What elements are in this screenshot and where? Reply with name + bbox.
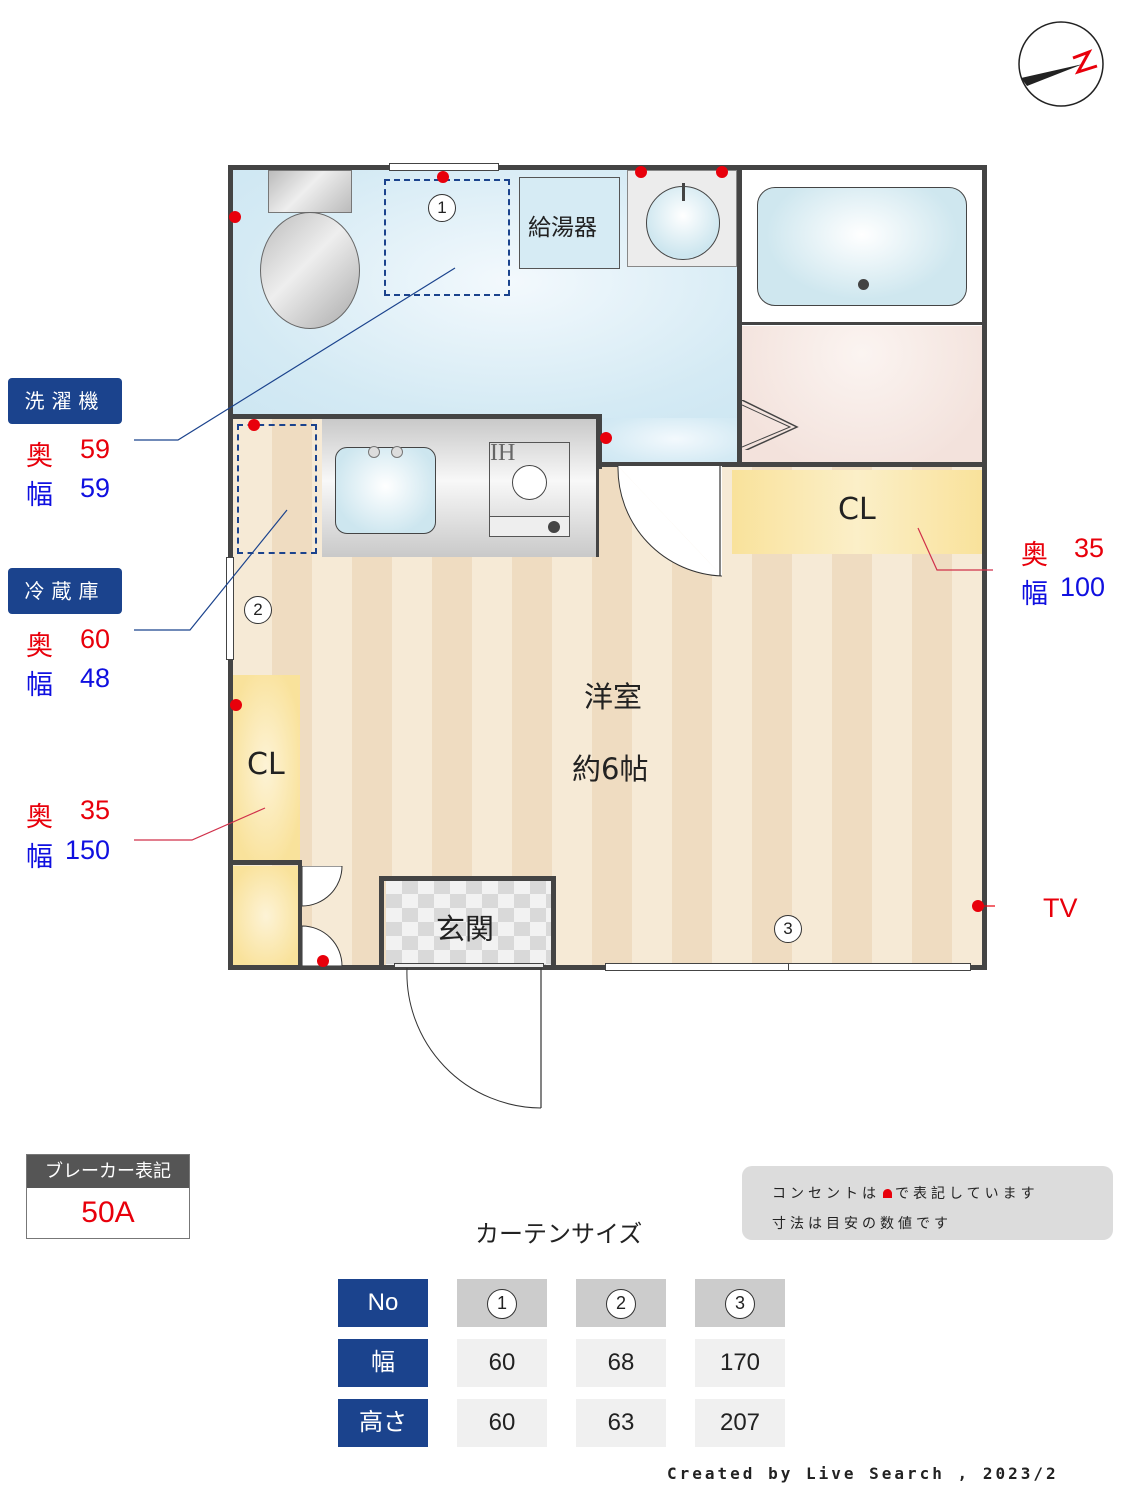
curtain-header-height: 高さ [338, 1399, 428, 1447]
closet-right-depth-label: 奥 [1021, 540, 1048, 570]
outlet-legend-icon [883, 1189, 892, 1198]
breaker-box: ブレーカー表記 50A [26, 1154, 190, 1239]
water-heater [519, 177, 620, 269]
wall-bath-divider [742, 322, 982, 325]
sink-faucet-right [391, 446, 403, 458]
tv-label: TV [1043, 893, 1078, 923]
wall-washroom-bottom [600, 462, 982, 467]
entrance-floor [386, 880, 552, 966]
outlet-icon [600, 432, 612, 444]
curtain-height-1: 60 [457, 1399, 547, 1447]
wall-kitchen-right [597, 414, 602, 469]
window-left [226, 557, 234, 660]
closet-left-depth: 35 [80, 795, 111, 825]
closet-right-width: 100 [1060, 572, 1106, 602]
wall-bath-left [737, 170, 742, 467]
toilet-tank [268, 170, 352, 213]
outer-wall-top [228, 165, 987, 170]
fridge-depth-label: 奥 [26, 631, 53, 661]
closet-right [732, 470, 982, 554]
outlet-icon [437, 171, 449, 183]
shoe-storage [232, 866, 300, 966]
closet-left-label: CL [247, 747, 285, 782]
washer-width: 59 [80, 473, 111, 503]
window-marker-3: 3 [774, 915, 802, 943]
outlet-icon [635, 166, 647, 178]
window-top [389, 163, 499, 171]
faucet [682, 183, 685, 201]
closet-left-width-label: 幅 [26, 842, 53, 872]
door-shoe-icon [302, 866, 343, 966]
wall-closet-left-bottom [232, 860, 302, 865]
door-washroom-icon [617, 465, 723, 577]
outlet-icon [248, 419, 260, 431]
curtain-width-1: 60 [457, 1339, 547, 1387]
compass [1017, 20, 1105, 108]
outlet-icon [972, 900, 984, 912]
closet-left-width: 150 [65, 835, 111, 865]
outlet-icon [716, 166, 728, 178]
curtain-width-3: 170 [695, 1339, 785, 1387]
washer-label: 洗濯機 [8, 378, 122, 424]
closet-right-width-label: 幅 [1021, 579, 1048, 609]
western-room-label: 洋室 [584, 680, 643, 714]
breaker-value: 50A [81, 1196, 135, 1229]
footer-credit: Created by Live Search , 2023/2 [667, 1464, 1059, 1483]
fridge-space [237, 424, 317, 554]
ih-knob [548, 521, 560, 533]
wall-washroom-kitchen [232, 414, 602, 419]
curtain-width-2: 68 [576, 1339, 666, 1387]
curtain-no-1: 1 [457, 1279, 547, 1327]
fridge-width-label: 幅 [26, 670, 53, 700]
closet-left-depth-label: 奥 [26, 802, 53, 832]
curtain-height-2: 63 [576, 1399, 666, 1447]
fridge-label: 冷蔵庫 [8, 568, 122, 614]
notes-line-2: 寸法は目安の数値です [772, 1216, 952, 1232]
outlet-icon [229, 211, 241, 223]
fridge-width: 48 [80, 663, 111, 693]
washer-width-label: 幅 [26, 480, 53, 510]
notes-box: コンセントはで表記しています 寸法は目安の数値です [742, 1166, 1113, 1240]
window-bottom-mid [788, 963, 789, 971]
water-heater-label: 給湯器 [528, 215, 597, 241]
curtain-table-title: カーテンサイズ [475, 1220, 643, 1248]
washroom-floor-ext [600, 418, 737, 465]
sink-faucet-left [368, 446, 380, 458]
notes-line-1: コンセントはで表記しています [772, 1186, 1039, 1202]
window-marker-2: 2 [244, 596, 272, 624]
breaker-title: ブレーカー表記 [27, 1155, 189, 1188]
curtain-height-3: 207 [695, 1399, 785, 1447]
wall-shoe-right [298, 860, 302, 968]
kitchen-sink [335, 447, 436, 534]
bathtub-drain [858, 279, 869, 290]
ih-burner [512, 465, 547, 500]
front-door-icon [406, 968, 542, 1109]
wall-entrance-right [551, 876, 556, 968]
ih-label: IH [490, 440, 516, 466]
outer-wall-right [982, 165, 987, 970]
curtain-no-2: 2 [576, 1279, 666, 1327]
outlet-icon [230, 699, 242, 711]
closet-left [232, 675, 300, 860]
outlet-icon [317, 955, 329, 967]
western-room-size: 約6帖 [572, 752, 649, 786]
curtain-header-width: 幅 [338, 1339, 428, 1387]
folding-door-icon [742, 400, 799, 450]
leader-lines [134, 267, 995, 907]
north-arrow-icon [1018, 21, 1104, 107]
curtain-header-no: No [338, 1279, 428, 1327]
wall-entrance-left [379, 876, 384, 968]
entrance-label: 玄関 [436, 912, 495, 946]
washer-depth: 59 [80, 434, 111, 464]
fridge-depth: 60 [80, 624, 111, 654]
closet-right-label: CL [838, 492, 876, 527]
entrance-threshold [394, 963, 544, 968]
bath-floor [742, 326, 982, 464]
wall-entrance-top [379, 876, 556, 881]
closet-right-depth: 35 [1074, 533, 1105, 563]
window-marker-1: 1 [428, 194, 456, 222]
washer-depth-label: 奥 [26, 441, 53, 471]
curtain-no-3: 3 [695, 1279, 785, 1327]
toilet-bowl [260, 212, 360, 329]
